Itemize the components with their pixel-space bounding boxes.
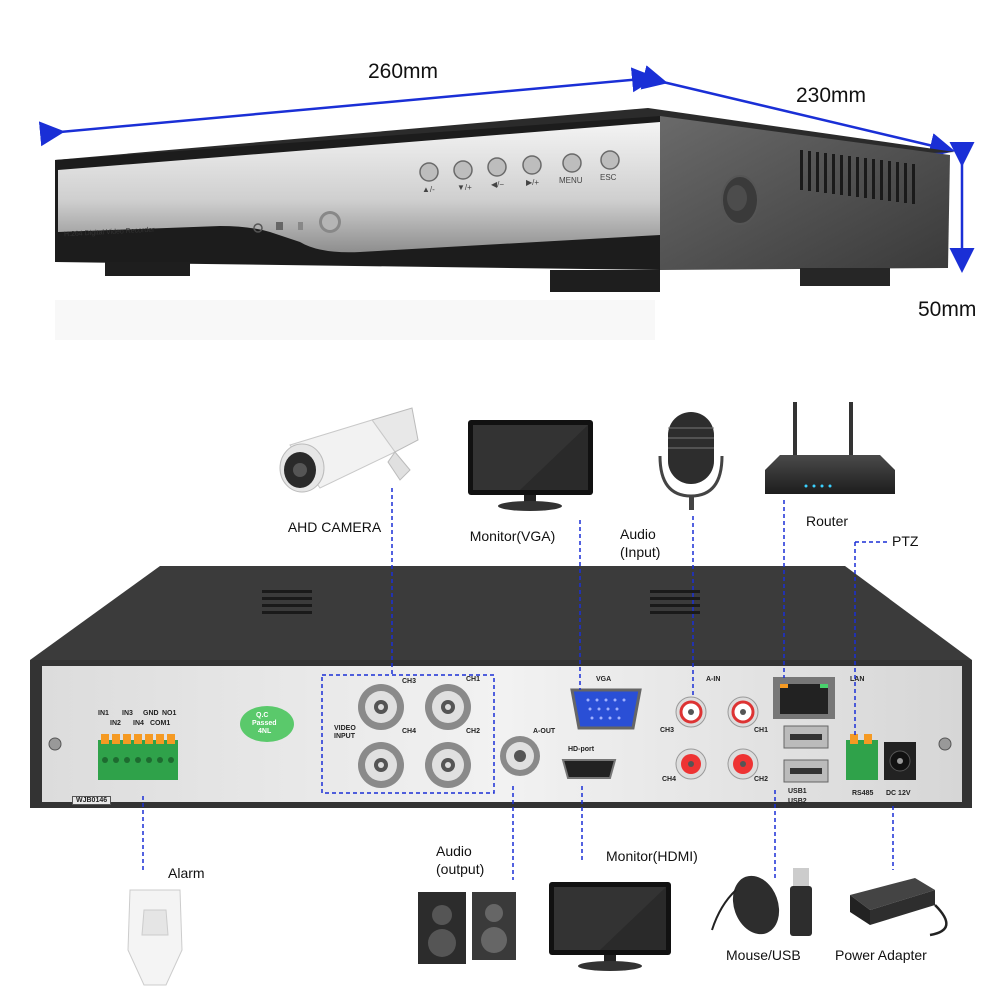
video-input-label-1: VIDEO <box>334 725 356 732</box>
front-button-label-menu: MENU <box>559 176 583 185</box>
camera-label: AHD CAMERA <box>287 519 382 535</box>
mouse-usb-icon <box>711 868 812 936</box>
height-label: 50mm <box>918 298 977 321</box>
alarm-sensor-icon <box>127 889 183 986</box>
front-button-label-2: ▼/+ <box>457 183 472 192</box>
audio-in-port-label: A-IN <box>706 676 721 683</box>
alarm-pin-com1: COM1 <box>150 720 171 727</box>
alarm-pin-in3: IN3 <box>122 710 133 717</box>
lan-port-label: LAN <box>850 676 865 683</box>
mouse-usb-label: Mouse/USB <box>726 947 801 963</box>
front-button-label-1: ▲/- <box>422 185 435 194</box>
speakers-icon <box>418 892 516 964</box>
router-label: Router <box>806 513 849 529</box>
depth-label: 230mm <box>796 84 867 107</box>
alarm-label: Alarm <box>168 865 205 881</box>
monitor-hdmi-icon <box>549 882 671 971</box>
monitor-hdmi-label: Monitor(HDMI) <box>606 848 698 864</box>
audio-input-label-2: (Input) <box>620 544 661 560</box>
audio-output-label-2: (output) <box>436 861 485 877</box>
monitor-vga-label: Monitor(VGA) <box>469 528 556 544</box>
qc-badge-line2: Passed <box>252 720 277 727</box>
qc-badge-line1: Q.C <box>256 712 269 719</box>
camera-icon <box>279 407 419 493</box>
bnc-connectors <box>358 684 540 788</box>
audio-in-ch1-label: CH1 <box>754 727 769 734</box>
audio-input-label-1: Audio <box>620 526 656 542</box>
usb1-port-label: USB1 <box>788 788 807 795</box>
router-icon <box>765 402 895 494</box>
alarm-pin-in4: IN4 <box>133 720 144 727</box>
audio-in-ch4-label: CH4 <box>662 776 677 783</box>
monitor-vga-icon <box>468 420 593 511</box>
audio-output-label-1: Audio <box>436 843 472 859</box>
dvr-side-face <box>660 116 950 270</box>
ptz-label: PTZ <box>892 533 919 549</box>
video-ch3-label: CH3 <box>402 678 417 685</box>
microphone-icon <box>658 412 724 510</box>
vga-port-label: VGA <box>596 676 612 683</box>
audio-in-ch2-label: CH2 <box>754 776 769 783</box>
usb2-port-label: USB2 <box>788 798 807 805</box>
width-label: 260mm <box>368 60 439 83</box>
front-button-label-4: ▶/+ <box>526 178 540 187</box>
model-code: WJB0146 <box>72 796 112 805</box>
alarm-pin-no1: NO1 <box>162 710 177 717</box>
power-adapter-label: Power Adapter <box>835 947 927 963</box>
video-ch1-label: CH1 <box>466 676 481 683</box>
alarm-pin-gnd: GND <box>143 710 159 717</box>
rs485-port-label: RS485 <box>852 790 874 797</box>
power-adapter-icon <box>850 878 948 937</box>
alarm-pin-in2: IN2 <box>110 720 121 727</box>
front-button-label-esc: ESC <box>600 173 617 182</box>
front-button-label-3: ◀/− <box>491 180 505 189</box>
alarm-pin-in1: IN1 <box>98 710 109 717</box>
video-ch2-label: CH2 <box>466 728 481 735</box>
audio-out-port-label: A-OUT <box>533 728 556 735</box>
audio-in-ch3-label: CH3 <box>660 727 675 734</box>
hdmi-port-label: HD-port <box>568 746 595 753</box>
video-ch4-label: CH4 <box>402 728 417 735</box>
qc-badge-line3: 4NL <box>258 728 272 735</box>
dc-port-label: DC 12V <box>886 790 911 797</box>
video-input-label-2: INPUT <box>334 733 355 740</box>
